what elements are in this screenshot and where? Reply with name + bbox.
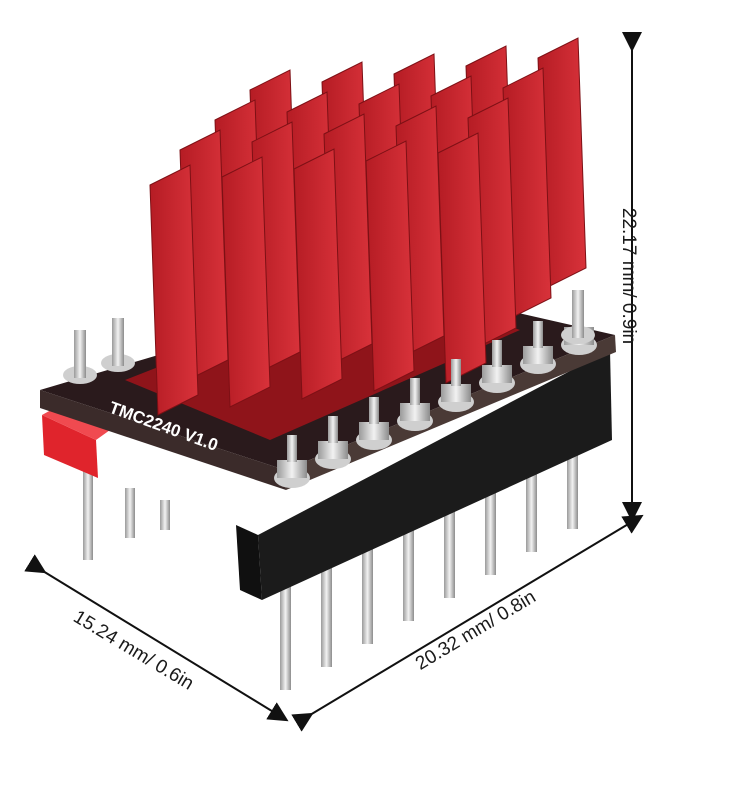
top-pin [74, 330, 86, 378]
heatsink-fin [149, 164, 199, 416]
heatsink-fin [293, 148, 343, 400]
top-pin [369, 397, 379, 424]
top-pin [287, 435, 297, 462]
pin-collar-body [277, 460, 307, 478]
pin-collar-body [400, 403, 430, 421]
header-pins [280, 438, 578, 690]
header-pin [567, 438, 578, 529]
pcb-board-edge-right [285, 335, 616, 490]
top-pin [112, 318, 124, 366]
side-pin [160, 500, 170, 530]
top-pin [572, 290, 584, 338]
top-pin [328, 416, 338, 443]
header-pin [362, 543, 373, 644]
heatsink-fin [365, 140, 415, 392]
side-pin [125, 488, 135, 538]
header-pin [526, 459, 537, 552]
header-pin [280, 585, 291, 690]
depth-dimension-arrow [24, 554, 289, 722]
header-pin [321, 564, 332, 667]
heatsink-fin [221, 156, 271, 408]
header-pin [403, 522, 414, 621]
pin-collar-body [318, 441, 348, 459]
top-pin [492, 340, 502, 367]
top-pin [410, 378, 420, 405]
width-dimension-arrow [291, 514, 644, 732]
top-header-pins [63, 290, 597, 488]
pin-collar-body [482, 365, 512, 383]
header-pin [485, 480, 496, 575]
pin-collar-body [359, 422, 389, 440]
header-pin [444, 501, 455, 598]
side-header-pins [83, 470, 170, 560]
heatsink-fins [149, 37, 587, 416]
heatsink-fin [437, 132, 487, 384]
height-dimension-label: 22.17 mm/ 0.9in [618, 207, 640, 345]
side-pin [83, 470, 93, 560]
pin-collar-body [441, 384, 471, 402]
pin-header-front [236, 525, 262, 600]
pin-header [258, 350, 612, 600]
top-pin [533, 321, 543, 348]
top-pin [451, 359, 461, 386]
red-jumper [42, 415, 98, 478]
pin-collar-body [523, 346, 553, 364]
pcb-board-edge-front [40, 390, 286, 490]
